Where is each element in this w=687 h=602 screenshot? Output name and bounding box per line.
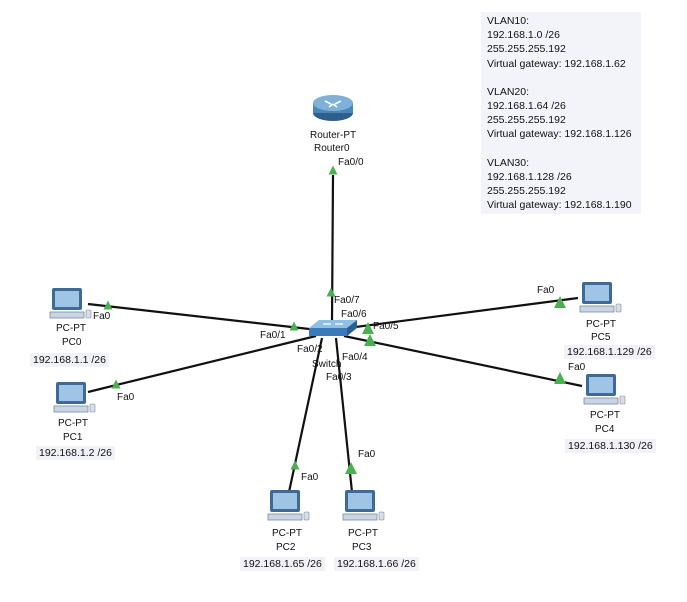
pc3-icon[interactable] xyxy=(342,490,385,521)
link-router-switch xyxy=(330,174,335,323)
pc5-name-label: PC5 xyxy=(591,332,611,343)
switch-port-fa01: Fa0/1 xyxy=(260,330,286,341)
vlan-title: VLAN10: xyxy=(487,15,530,27)
pc0-ip-label: 192.168.1.1 /26 xyxy=(30,353,109,367)
pc5-model-label: PC-PT xyxy=(586,319,616,330)
pc3-port-label: Fa0 xyxy=(358,449,376,460)
indicator-sw-fa01 xyxy=(289,321,299,331)
switch-port-fa03: Fa0/3 xyxy=(326,372,352,383)
indicator-pc1 xyxy=(111,379,121,389)
indicator-pc3 xyxy=(345,462,357,474)
indicator-router xyxy=(328,165,338,175)
indicator-sw-fa04 xyxy=(364,334,376,346)
pc1-ip-label: 192.168.1.2 /26 xyxy=(36,446,115,460)
link-indicators xyxy=(103,165,566,474)
pc1-name-label: PC1 xyxy=(63,432,83,443)
pc0-port-label: Fa0 xyxy=(93,311,111,322)
pc1-port-label: Fa0 xyxy=(117,392,135,403)
switch-port-fa06: Fa0/6 xyxy=(341,309,367,320)
vlan-note: VLAN10: 192.168.1.0 /26 255.255.255.192 … xyxy=(481,12,641,214)
vlan-title: VLAN20: xyxy=(487,85,530,98)
router-port-label: Fa0/0 xyxy=(338,157,364,168)
pc0-icon[interactable] xyxy=(49,288,92,319)
devices-layer xyxy=(309,95,357,336)
indicator-sw-fa07 xyxy=(326,287,336,297)
pc5-ip-label: 192.168.1.129 /26 xyxy=(564,345,655,359)
vlan-mask: 255.255.255.192 xyxy=(487,185,566,198)
indicator-pc4 xyxy=(554,372,566,384)
switch-port-fa07: Fa0/7 xyxy=(334,295,360,306)
pc4-icon[interactable] xyxy=(583,374,626,405)
vlan-mask: 255.255.255.192 xyxy=(487,114,566,127)
pc1-icon[interactable] xyxy=(53,382,96,413)
pc4-model-label: PC-PT xyxy=(590,410,620,421)
pc3-name-label: PC3 xyxy=(352,542,372,553)
vlan-gateway: Virtual gateway: 192.168.1.62 xyxy=(487,57,626,70)
pc5-icon[interactable] xyxy=(579,282,622,313)
pc2-icon[interactable] xyxy=(267,490,310,521)
switch-name-label: Switch xyxy=(312,359,342,370)
vlan-title: VLAN30: xyxy=(487,156,530,169)
pc5-port-label: Fa0 xyxy=(537,285,555,296)
indicator-sw-fa05 xyxy=(362,322,374,334)
vlan-gateway: Virtual gateway: 192.168.1.190 xyxy=(487,199,632,212)
router-model-label: Router-PT xyxy=(310,130,357,141)
vlan-network: 192.168.1.64 /26 xyxy=(487,100,566,113)
pc2-name-label: PC2 xyxy=(276,542,296,553)
switch-port-fa04: Fa0/4 xyxy=(342,352,368,363)
pc0-name-label: PC0 xyxy=(62,337,82,348)
vlan-network: 192.168.1.128 /26 xyxy=(487,170,572,183)
pc1-model-label: PC-PT xyxy=(58,418,88,429)
vlan-gateway: Virtual gateway: 192.168.1.126 xyxy=(487,128,632,141)
pc3-model-label: PC-PT xyxy=(348,528,378,539)
vlan20-block: VLAN20: 192.168.1.64 /26 255.255.255.192… xyxy=(487,85,635,142)
pc3-ip-label: 192.168.1.66 /26 xyxy=(334,557,419,571)
pc2-ip-label: 192.168.1.65 /26 xyxy=(240,557,325,571)
pc2-port-label: Fa0 xyxy=(301,472,319,483)
pcs-layer xyxy=(49,282,626,521)
link-pc4-switch xyxy=(343,334,583,388)
vlan10-block: VLAN10: 192.168.1.0 /26 255.255.255.192 … xyxy=(487,14,635,71)
router-icon[interactable] xyxy=(313,95,353,121)
vlan-network: 192.168.1.0 /26 xyxy=(487,29,560,42)
vlan30-block: VLAN30: 192.168.1.128 /26 255.255.255.19… xyxy=(487,156,635,213)
pc4-ip-label: 192.168.1.130 /26 xyxy=(565,439,656,453)
indicator-pc0 xyxy=(103,300,113,310)
switch-icon[interactable] xyxy=(309,320,357,336)
pc2-model-label: PC-PT xyxy=(272,528,302,539)
pc4-name-label: PC4 xyxy=(595,424,615,435)
pc0-model-label: PC-PT xyxy=(56,323,86,334)
indicator-pc5 xyxy=(554,296,566,308)
link-pc1-switch xyxy=(87,334,317,394)
switch-port-fa05: Fa0/5 xyxy=(373,321,399,332)
pc4-port-label: Fa0 xyxy=(568,362,586,373)
link-pc0-switch xyxy=(87,302,319,332)
vlan-mask: 255.255.255.192 xyxy=(487,43,566,56)
router-name-label: Router0 xyxy=(314,143,350,154)
switch-port-fa02: Fa0/2 xyxy=(297,344,323,355)
link-pc5-switch xyxy=(347,296,579,330)
indicator-pc2 xyxy=(290,460,300,470)
